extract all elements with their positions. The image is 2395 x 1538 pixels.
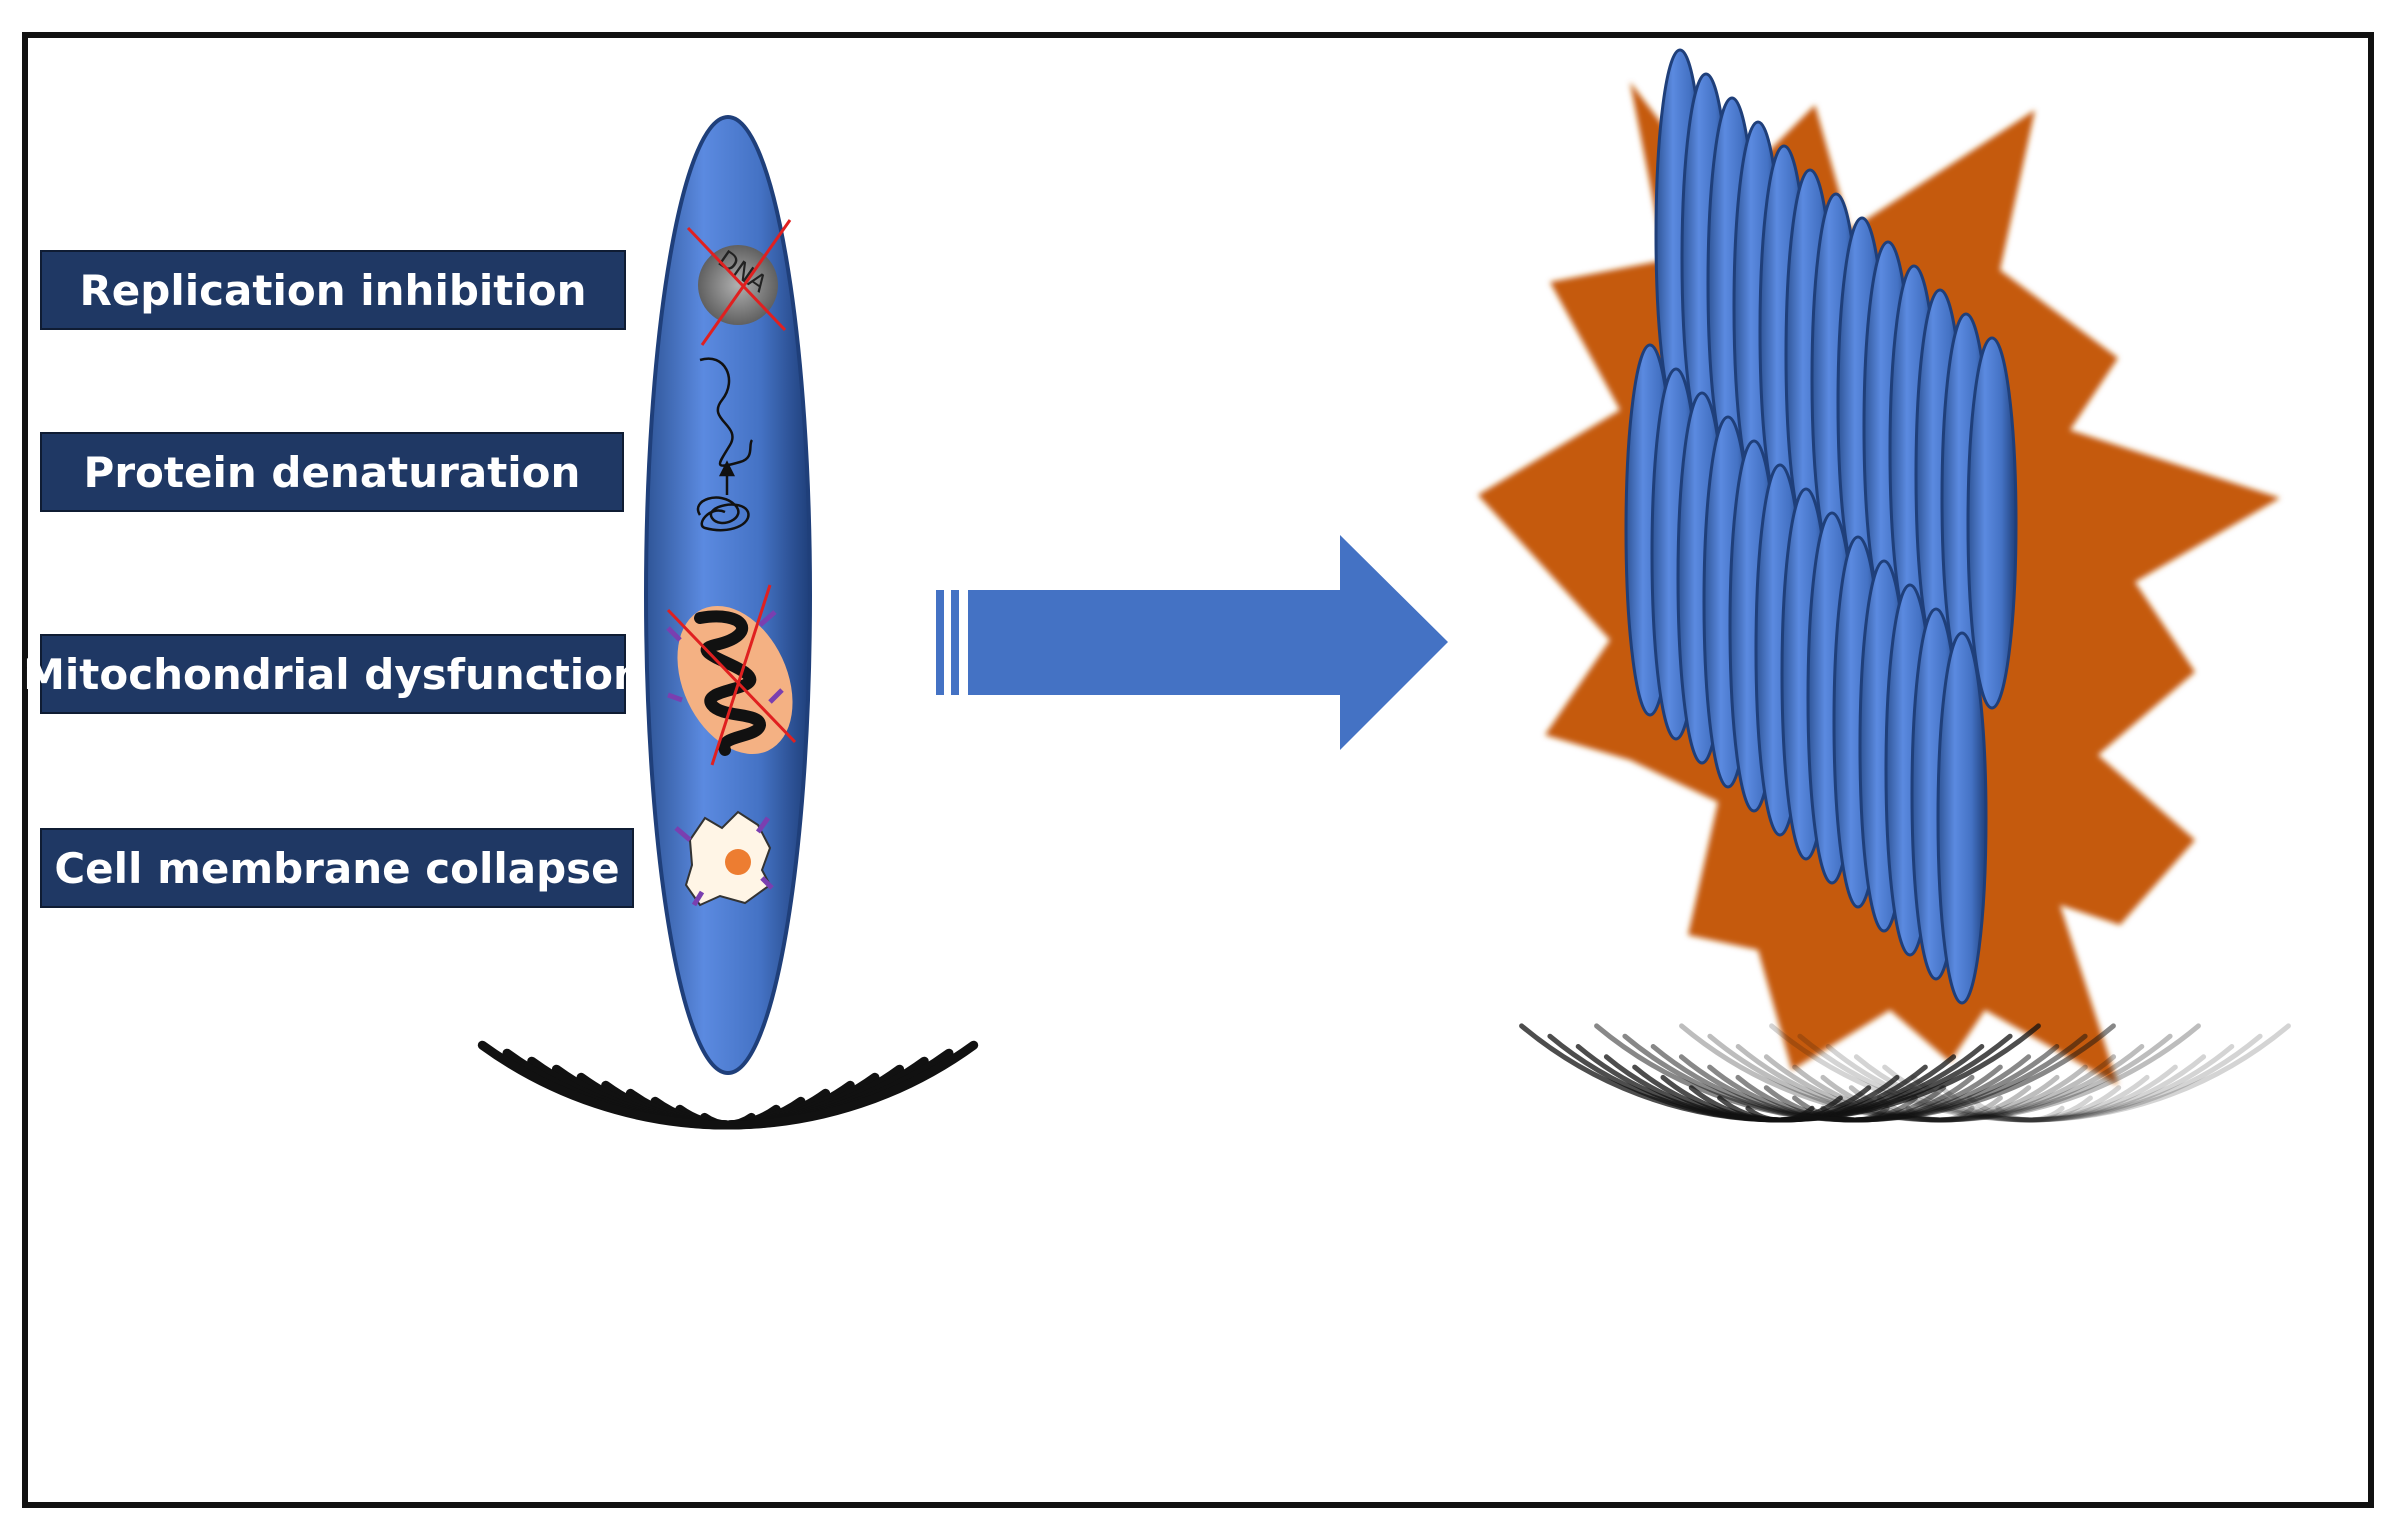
- cell-cluster: [1624, 48, 2018, 1005]
- wave-arc: [1763, 1054, 2117, 1123]
- wave-arc: [1877, 1095, 2003, 1123]
- wave-arc: [1820, 1074, 2060, 1123]
- wave-arc: [1995, 1105, 2065, 1123]
- label-protein-denaturation: Protein denaturation: [40, 432, 624, 512]
- mitochondria-icon: [666, 584, 797, 766]
- wave-arc: [1707, 1033, 2173, 1123]
- wave-arc: [1905, 1105, 1975, 1123]
- single-cell: [644, 115, 812, 1075]
- wave-arc: [1938, 1085, 2122, 1123]
- wave-arc: [576, 1072, 880, 1130]
- wave-arc: [477, 1040, 979, 1130]
- cluster-cell: [1966, 336, 2018, 710]
- wave-arc: [1797, 1033, 2263, 1123]
- wave-arc: [1910, 1074, 2150, 1123]
- wave-arc: [1853, 1054, 2207, 1123]
- wave-arc: [1519, 1023, 2041, 1123]
- wave-arc: [1679, 1023, 2201, 1123]
- wave-arc: [1769, 1023, 2291, 1123]
- wave-arc: [551, 1064, 905, 1130]
- ultrasound-waves-multiple: [1519, 1023, 2291, 1123]
- protein-icon: [696, 357, 754, 532]
- wave-arc: [1735, 1044, 2145, 1123]
- ultrasound-waves-single: [477, 1040, 979, 1130]
- cluster-cell: [1936, 631, 1988, 1005]
- wave-arc: [1825, 1044, 2235, 1123]
- cell-membrane-icon: [674, 810, 774, 907]
- wave-arc: [1882, 1064, 2178, 1123]
- wave-arc: [1848, 1085, 2032, 1123]
- label-cell-membrane-collapse: Cell membrane collapse: [40, 828, 634, 908]
- dna-icon: DNA: [686, 219, 792, 346]
- transition-arrow: [936, 535, 1448, 750]
- wave-arc: [1594, 1023, 2116, 1123]
- label-replication-inhibition: Replication inhibition: [40, 250, 626, 330]
- wave-arc: [1792, 1064, 2088, 1123]
- wave-arc: [1967, 1095, 2093, 1123]
- label-mitochondrial-dysfunction: Mitochondrial dysfunction: [23, 634, 643, 714]
